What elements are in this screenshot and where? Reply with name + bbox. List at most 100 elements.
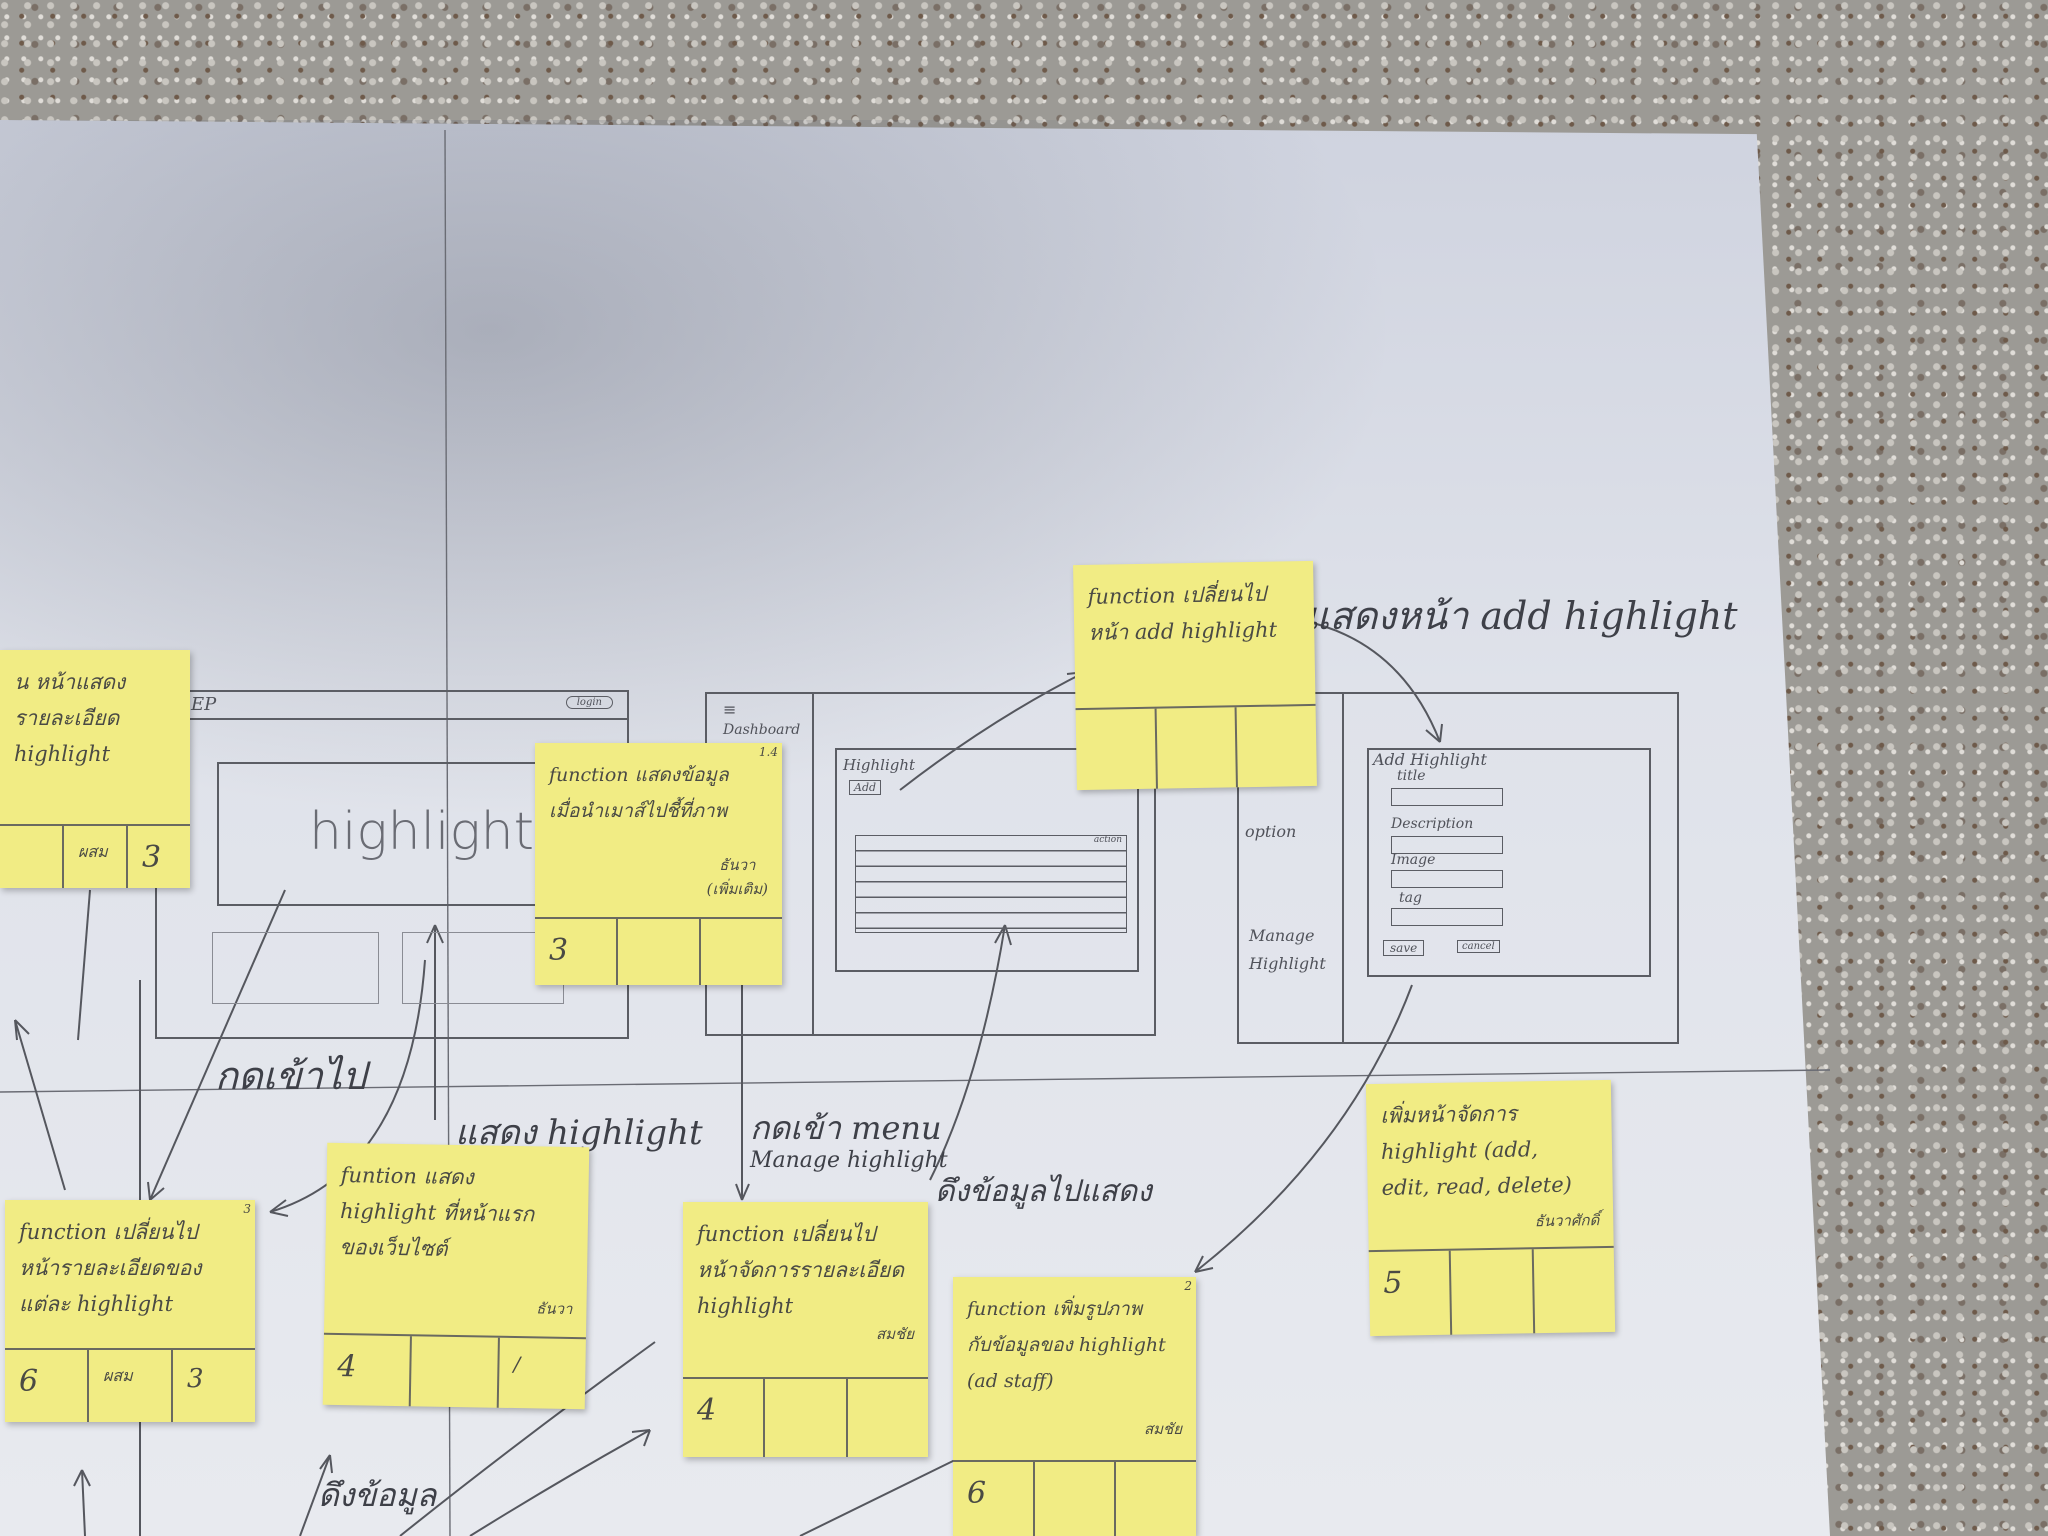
wireframe-form-title: Add Highlight (1373, 750, 1487, 769)
wireframe-field-image-label: Image (1391, 852, 1436, 868)
sticky-note-grid: ผสม 3 (0, 824, 190, 888)
sticky-note-cell (1237, 706, 1317, 787)
sticky-note-cell: 6 (5, 1350, 89, 1422)
sticky-note-cell (1035, 1462, 1117, 1536)
sticky-note-cell (618, 919, 701, 985)
arrow-line (269, 959, 426, 1213)
wireframe-field-tag-label: tag (1399, 890, 1422, 906)
wireframe-sidebar-divider (1342, 694, 1344, 1042)
arrow-line (81, 1469, 86, 1536)
sticky-note-text: function เปลี่ยนไป หน้ารายละเอียดของ แต่… (19, 1220, 202, 1316)
sticky-note-cell: 6 (953, 1462, 1035, 1536)
sticky-note-add-page: function เปลี่ยนไป หน้า add highlight (1073, 560, 1317, 791)
arrow-head (735, 1183, 750, 1201)
wireframe-add-form: option Manage Highlight Add Highlight ti… (1237, 692, 1679, 1044)
arrow-line (929, 924, 1006, 1181)
sticky-note-signature: ธันวา (536, 1299, 573, 1319)
sticky-note-grid: 5 (1368, 1245, 1616, 1337)
sticky-note-grid: 4 (683, 1377, 928, 1457)
sticky-note-cell (765, 1379, 848, 1457)
sticky-note-cell (1451, 1249, 1535, 1335)
sticky-note-corner: 1.4 (758, 745, 778, 759)
wireframe-table: action (855, 835, 1127, 933)
arrow-head (73, 1469, 91, 1487)
wireframe-option: option (1245, 822, 1297, 841)
sticky-note-cell (1116, 1462, 1196, 1536)
sticky-note-cell: 3 (535, 919, 618, 985)
sticky-note-detail: น หน้าแสดง รายละเอียด highlight ผสม 3 (0, 650, 190, 888)
arrow-head (147, 1181, 165, 1201)
sticky-note-cell: 5 (1368, 1250, 1453, 1337)
sticky-note-text: funtion แสดง highlight ที่หน้าแรก ของเว็… (339, 1162, 535, 1261)
sticky-note-manage-page: function เปลี่ยนไป หน้าจัดการรายละเอียด … (683, 1202, 928, 1457)
annotation-click-menu: กดเข้า menu (750, 1109, 942, 1147)
wireframe-menu-dashboard: Dashboard (723, 722, 801, 738)
wireframe-field-description-label: Description (1391, 816, 1474, 832)
sticky-note-cell (1533, 1248, 1615, 1333)
sticky-note-cell: 3 (142, 840, 162, 875)
arrow-head (426, 924, 444, 944)
wireframe-action-column: action (1093, 835, 1122, 845)
annotation-fetch-data: ดึงข้อมูล (318, 1476, 437, 1514)
sticky-note-cell: 4 (322, 1334, 412, 1407)
sticky-note-grid (1075, 703, 1317, 791)
wireframe-navbar (157, 718, 627, 720)
arrow-head (631, 1429, 651, 1447)
sticky-note-cell (1075, 708, 1158, 791)
wireframe-login-button: login (565, 696, 613, 709)
arrow-head (1425, 723, 1443, 743)
sticky-note-cell: 3 (187, 1364, 204, 1394)
sticky-note-text: function แสดงข้อมูล เมื่อนำเมาส์ไปชี้ที่… (549, 764, 729, 822)
wireframe-banner: highlight (217, 762, 551, 906)
sticky-note-signature: สมชัย (1143, 1420, 1182, 1438)
arrow-line (14, 1019, 66, 1191)
annotation-show-add: แสดงหน้า add highlight (1305, 594, 1738, 638)
wireframe-add-button: Add (849, 780, 882, 795)
wire-line (77, 889, 91, 1041)
arrow-line (469, 1429, 651, 1536)
menu-icon: ≡ (723, 700, 737, 719)
sticky-note-text: function เปลี่ยนไป หน้า add highlight (1087, 581, 1278, 645)
sticky-note-signature: สมชัย (875, 1325, 914, 1343)
wireframe-manage-highlight: Manage Highlight (1249, 926, 1326, 973)
sticky-note-cell: ผสม (89, 1350, 173, 1422)
annotation-click-enter: กดเข้าไป (215, 1054, 367, 1098)
sticky-note-grid: 6 (953, 1460, 1196, 1536)
sticky-note-text: function เพิ่มรูปภาพ กับข้อมูลของ highli… (967, 1298, 1166, 1392)
arrow-head (14, 1019, 30, 1041)
arrow-head (319, 1454, 333, 1474)
wireframe-image-input (1391, 870, 1503, 888)
sticky-note-signature: ธันวาศักดิ์ (1534, 1211, 1600, 1231)
arrow-line (399, 1341, 656, 1536)
sticky-note-add-image: 2 function เพิ่มรูปภาพ กับข้อมูลของ high… (953, 1277, 1196, 1536)
arrow-line (299, 1454, 331, 1536)
arrow-line (1194, 984, 1413, 1273)
fold-line (0, 1069, 1831, 1093)
sticky-note-grid: 6 ผสม 3 (5, 1348, 255, 1422)
arrow-line (1299, 619, 1441, 743)
wireframe-description-input (1391, 836, 1503, 854)
sticky-note-manage-crud: เพิ่มหน้าจัดการ highlight (add, edit, re… (1365, 1079, 1616, 1337)
sticky-note-detail-page: 3 function เปลี่ยนไป หน้ารายละเอียดของ แ… (5, 1200, 255, 1422)
sticky-note-cell (848, 1379, 928, 1457)
sticky-note-grid: 4 / (322, 1332, 586, 1410)
wireframe-sidebar-divider (812, 694, 814, 1034)
sticky-note-text: เพิ่มหน้าจัดการ highlight (add, edit, re… (1380, 1101, 1573, 1200)
sticky-note-cell: ผสม (64, 826, 128, 888)
arrow-line (899, 671, 1086, 791)
sticky-note-cell: 4 (683, 1379, 766, 1457)
wireframe-banner-text: highlight (309, 802, 535, 862)
sticky-note-cell (701, 919, 782, 985)
wireframe-cancel-button: cancel (1457, 940, 1500, 953)
wireframe-card (212, 932, 379, 1004)
arrow-head (269, 1199, 289, 1217)
annotation-fetch-display: ดึงข้อมูลไปแสดง (935, 1174, 1152, 1209)
arrow-line (799, 1459, 956, 1536)
arrow-line (149, 889, 286, 1201)
wireframe-form: Add Highlight title Description Image ta… (1367, 748, 1651, 977)
sticky-note-cell: / (513, 1352, 521, 1377)
sticky-note-home-highlight: funtion แสดง highlight ที่หน้าแรก ของเว็… (322, 1142, 590, 1410)
sticky-note-text: function เปลี่ยนไป หน้าจัดการรายละเอียด … (697, 1222, 904, 1318)
sticky-note-text: น หน้าแสดง รายละเอียด highlight (14, 670, 126, 766)
